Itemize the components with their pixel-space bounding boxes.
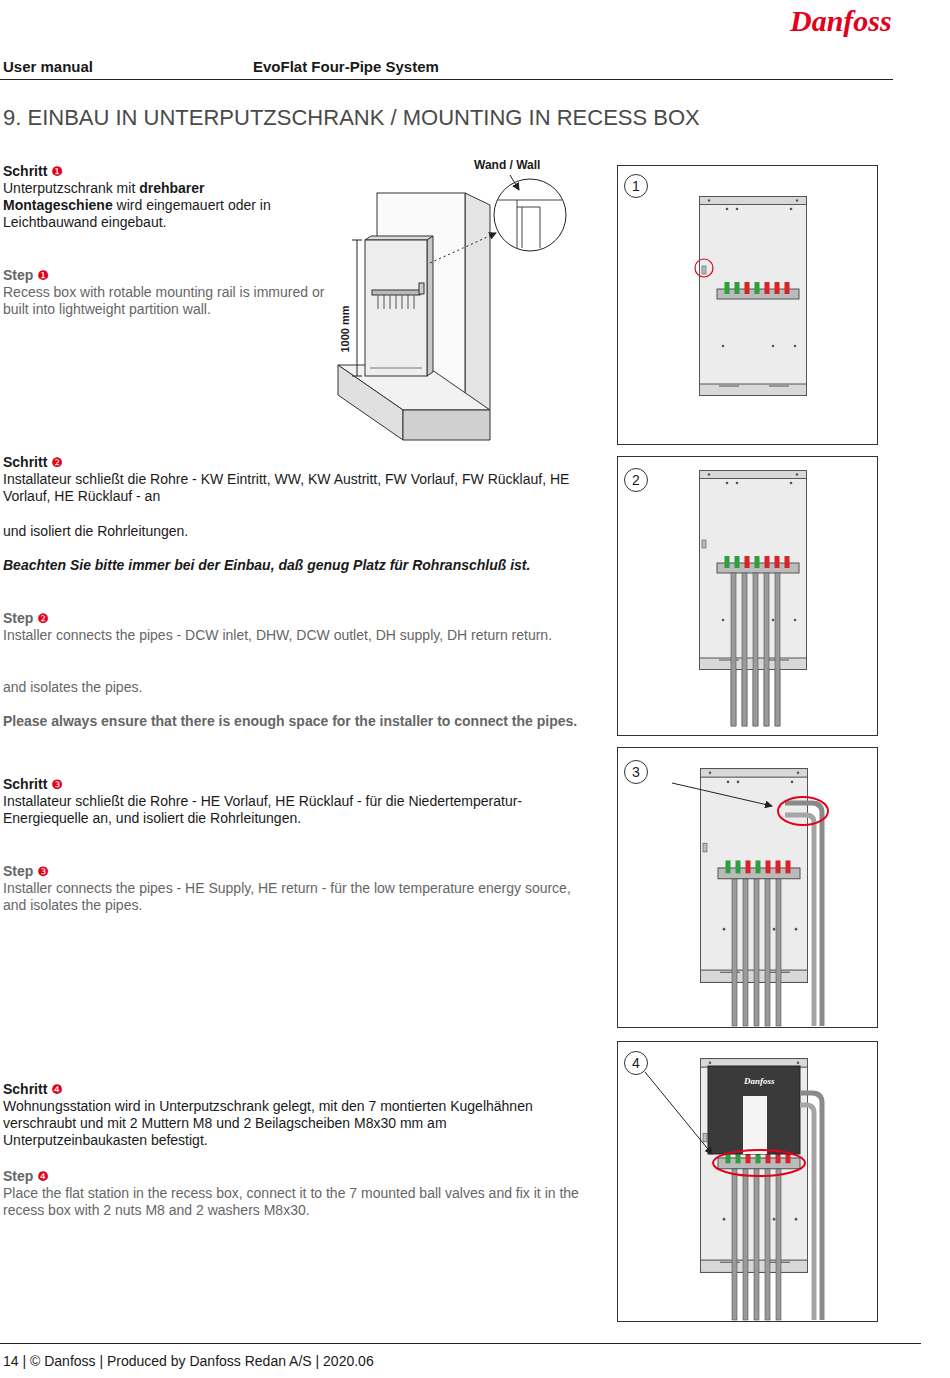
instruction-text: Unterputzschrank mitdrehbarer Montagesch… <box>3 180 308 231</box>
callout-number: 3 <box>632 764 640 780</box>
step-heading: Schritt <box>3 776 47 792</box>
step-heading: Schritt ❶ <box>3 163 63 180</box>
note-text: Please always ensure that there is enoug… <box>3 713 577 729</box>
instruction-text: Installateur schließt die Rohre - HE Vor… <box>3 793 593 827</box>
step-heading: Schritt <box>3 454 47 470</box>
header-text: EvoFlat Four-Pipe System <box>253 58 439 75</box>
callout-number: 2 <box>632 472 640 488</box>
dimension-label: 1000 mm <box>336 305 354 352</box>
header-text: User manual <box>3 58 93 76</box>
page-title: 9. EINBAU IN UNTERPUTZSCHRANK / MOUNTING… <box>3 104 700 132</box>
step-heading: Schritt <box>3 163 47 179</box>
callout-number: 4 <box>632 1055 640 1071</box>
instruction-text: Unterputzschrank mit <box>3 180 135 196</box>
step-heading: Step ❸ <box>3 863 49 880</box>
step-heading: Step <box>3 267 33 283</box>
dimension-label: 1000 mm <box>339 305 351 352</box>
header-text: User manual <box>3 58 93 75</box>
note-text: Beachten Sie bitte immer bei der Einbau,… <box>3 557 530 573</box>
instruction-text: Installateur schließt die Rohre - KW Ein… <box>3 471 593 505</box>
instruction-text: Recess box with rotable mounting rail is… <box>3 284 324 317</box>
step-heading: ❹ <box>37 1169 49 1184</box>
step-heading: ❸ <box>51 777 63 792</box>
step-heading: ❷ <box>51 455 63 470</box>
footer-text: 14 | © Danfoss | Produced by Danfoss Red… <box>3 1353 374 1370</box>
step-heading: Step ❷ <box>3 610 49 627</box>
callout-number: 3 <box>624 760 648 784</box>
product-logo: Danfoss <box>744 1076 775 1086</box>
note-text: Please always ensure that there is enoug… <box>3 713 593 730</box>
step-heading: ❶ <box>51 164 63 179</box>
footer-text: 14 | © Danfoss | Produced by Danfoss Red… <box>3 1353 374 1369</box>
step-heading: Schritt ❹ <box>3 1081 63 1098</box>
callout-number: 1 <box>632 178 640 194</box>
note-text: Beachten Sie bitte immer bei der Einbau,… <box>3 557 603 574</box>
instruction-text: Wohnungsstation wird in Unterputzschrank… <box>3 1098 533 1148</box>
instruction-text: Installateur schließt die Rohre - HE Vor… <box>3 793 522 826</box>
instruction-text: Wohnungsstation wird in Unterputzschrank… <box>3 1098 593 1149</box>
instruction-text: Installer connects the pipes - HE Supply… <box>3 880 583 914</box>
step-heading: Step <box>3 863 33 879</box>
instruction-text: und isoliert die Rohrleitungen. <box>3 523 593 540</box>
step-heading: Schritt <box>3 1081 47 1097</box>
brand-logo: Danfoss <box>790 4 892 37</box>
step-heading: ❷ <box>37 611 49 626</box>
instruction-text: Recess box with rotable mounting rail is… <box>3 284 333 318</box>
instruction-text: and isolates the pipes. <box>3 679 142 695</box>
step-heading: Schritt ❷ <box>3 454 63 471</box>
brand-logo: Danfoss <box>790 4 892 38</box>
instruction-text: Installer connects the pipes - DCW inlet… <box>3 627 563 644</box>
instruction-text: Installateur schließt die Rohre - KW Ein… <box>3 471 569 504</box>
instruction-text: Place the flat station in the recess box… <box>3 1185 579 1218</box>
step-heading: ❶ <box>37 268 49 283</box>
callout-label: Wand / Wall <box>474 156 540 174</box>
header-text: EvoFlat Four-Pipe System <box>253 58 439 76</box>
step-heading: ❹ <box>51 1082 63 1097</box>
instruction-text: Installer connects the pipes - HE Supply… <box>3 880 571 913</box>
product-logo: Danfoss <box>744 1071 775 1090</box>
instruction-text: Place the flat station in the recess box… <box>3 1185 583 1219</box>
instruction-text: and isolates the pipes. <box>3 679 563 696</box>
step-heading: Schritt ❸ <box>3 776 63 793</box>
step-heading: Step <box>3 610 33 626</box>
instruction-text: Installer connects the pipes - DCW inlet… <box>3 627 552 643</box>
callout-number: 4 <box>624 1051 648 1075</box>
step-heading: Step ❹ <box>3 1168 49 1185</box>
step-heading: Step ❶ <box>3 267 49 284</box>
step-heading: ❸ <box>37 864 49 879</box>
step-heading: Step <box>3 1168 33 1184</box>
callout-number: 2 <box>624 468 648 492</box>
callout-number: 1 <box>624 174 648 198</box>
instruction-text: und isoliert die Rohrleitungen. <box>3 523 188 539</box>
callout-label: Wand / Wall <box>474 158 540 172</box>
